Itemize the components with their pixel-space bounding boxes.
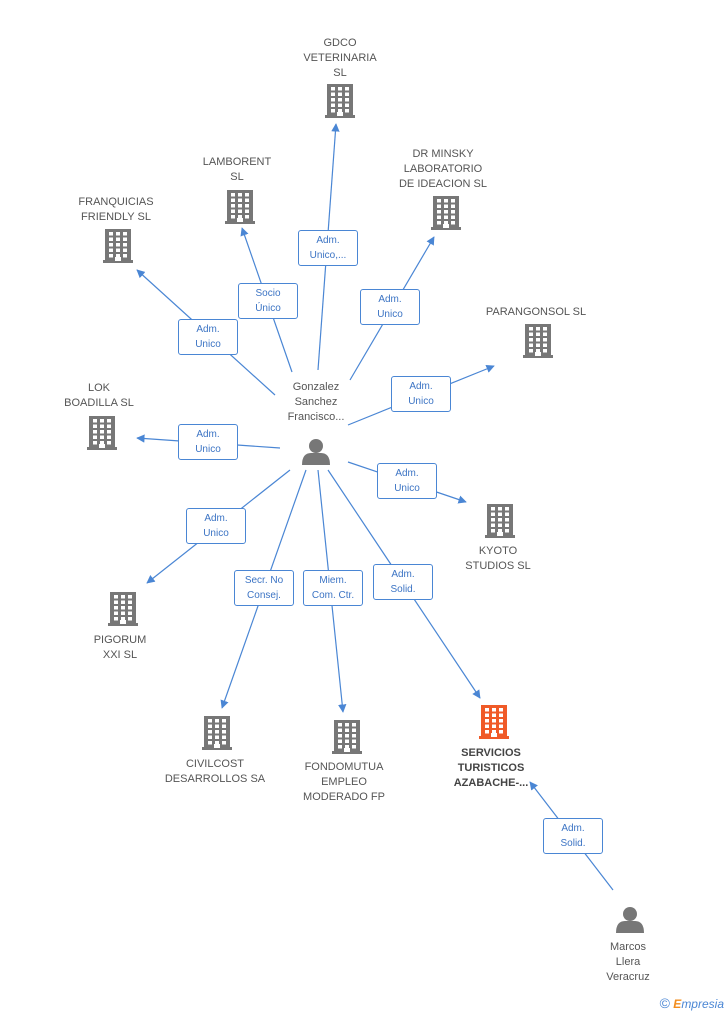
building-icon-lamborent[interactable]	[225, 190, 255, 224]
node-label-civilcost[interactable]: CIVILCOST DESARROLLOS SA	[164, 758, 266, 785]
node-label-fondomutua[interactable]: FONDOMUTUA EMPLEO MODERADO FP	[303, 761, 385, 803]
edge-label-gonzalez-pigorum[interactable]: Adm. Unico	[186, 508, 246, 544]
edge-label-gonzalez-kyoto[interactable]: Adm. Unico	[377, 463, 437, 499]
building-icon-parangonsol[interactable]	[523, 324, 553, 358]
edge-label-gonzalez-lok[interactable]: Adm. Unico	[178, 424, 238, 460]
person-icon-marcos[interactable]	[616, 907, 644, 933]
node-label-lamborent[interactable]: LAMBORENT SL	[202, 156, 272, 183]
person-icon-gonzalez[interactable]	[302, 439, 330, 465]
node-label-franquicias[interactable]: FRANQUICIAS FRIENDLY SL	[78, 196, 154, 223]
edge-label-gonzalez-civilcost[interactable]: Secr. No Consej.	[234, 570, 294, 606]
building-icon-pigorum[interactable]	[108, 592, 138, 626]
node-label-marcos[interactable]: Marcos Llera Veracruz	[606, 941, 650, 983]
node-label-pigorum[interactable]: PIGORUM XXI SL	[93, 634, 147, 661]
footer-brand: © Empresia	[660, 995, 724, 1011]
building-icon-servicios[interactable]	[479, 705, 509, 739]
building-icon-lok[interactable]	[87, 416, 117, 450]
node-label-gdco[interactable]: GDCO VETERINARIA SL	[303, 37, 377, 79]
building-icon-civilcost[interactable]	[202, 716, 232, 750]
node-label-parangonsol[interactable]: PARANGONSOL SL	[485, 306, 587, 318]
building-icon-franquicias[interactable]	[103, 229, 133, 263]
brand-name: mpresia	[681, 997, 724, 1011]
building-icon-kyoto[interactable]	[485, 504, 515, 538]
edge-label-gonzalez-parangonsol[interactable]: Adm. Unico	[391, 376, 451, 412]
node-label-drminsky[interactable]: DR MINSKY LABORATORIO DE IDEACION SL	[398, 148, 488, 190]
edge-label-gonzalez-drminsky[interactable]: Adm. Unico	[360, 289, 420, 325]
edge-label-gonzalez-gdco[interactable]: Adm. Unico,...	[298, 230, 358, 266]
brand-initial: E	[673, 997, 682, 1011]
edge-label-gonzalez-franquicias[interactable]: Adm. Unico	[178, 319, 238, 355]
node-label-gonzalez[interactable]: Gonzalez Sanchez Francisco...	[287, 381, 345, 423]
building-icon-drminsky[interactable]	[431, 196, 461, 230]
node-label-servicios[interactable]: SERVICIOS TURISTICOS AZABACHE-...	[453, 747, 529, 789]
building-icon-gdco[interactable]	[325, 84, 355, 118]
edge-label-gonzalez-lamborent[interactable]: Socio Único	[238, 283, 298, 319]
node-label-lok[interactable]: LOK BOADILLA SL	[64, 382, 134, 409]
building-icon-fondomutua[interactable]	[332, 720, 362, 754]
copyright-icon: ©	[659, 995, 670, 1011]
node-label-kyoto[interactable]: KYOTO STUDIOS SL	[465, 545, 531, 572]
edge-label-gonzalez-fondomutua[interactable]: Miem. Com. Ctr.	[303, 570, 363, 606]
edge-label-marcos-servicios[interactable]: Adm. Solid.	[543, 818, 603, 854]
edge-label-gonzalez-servicios[interactable]: Adm. Solid.	[373, 564, 433, 600]
